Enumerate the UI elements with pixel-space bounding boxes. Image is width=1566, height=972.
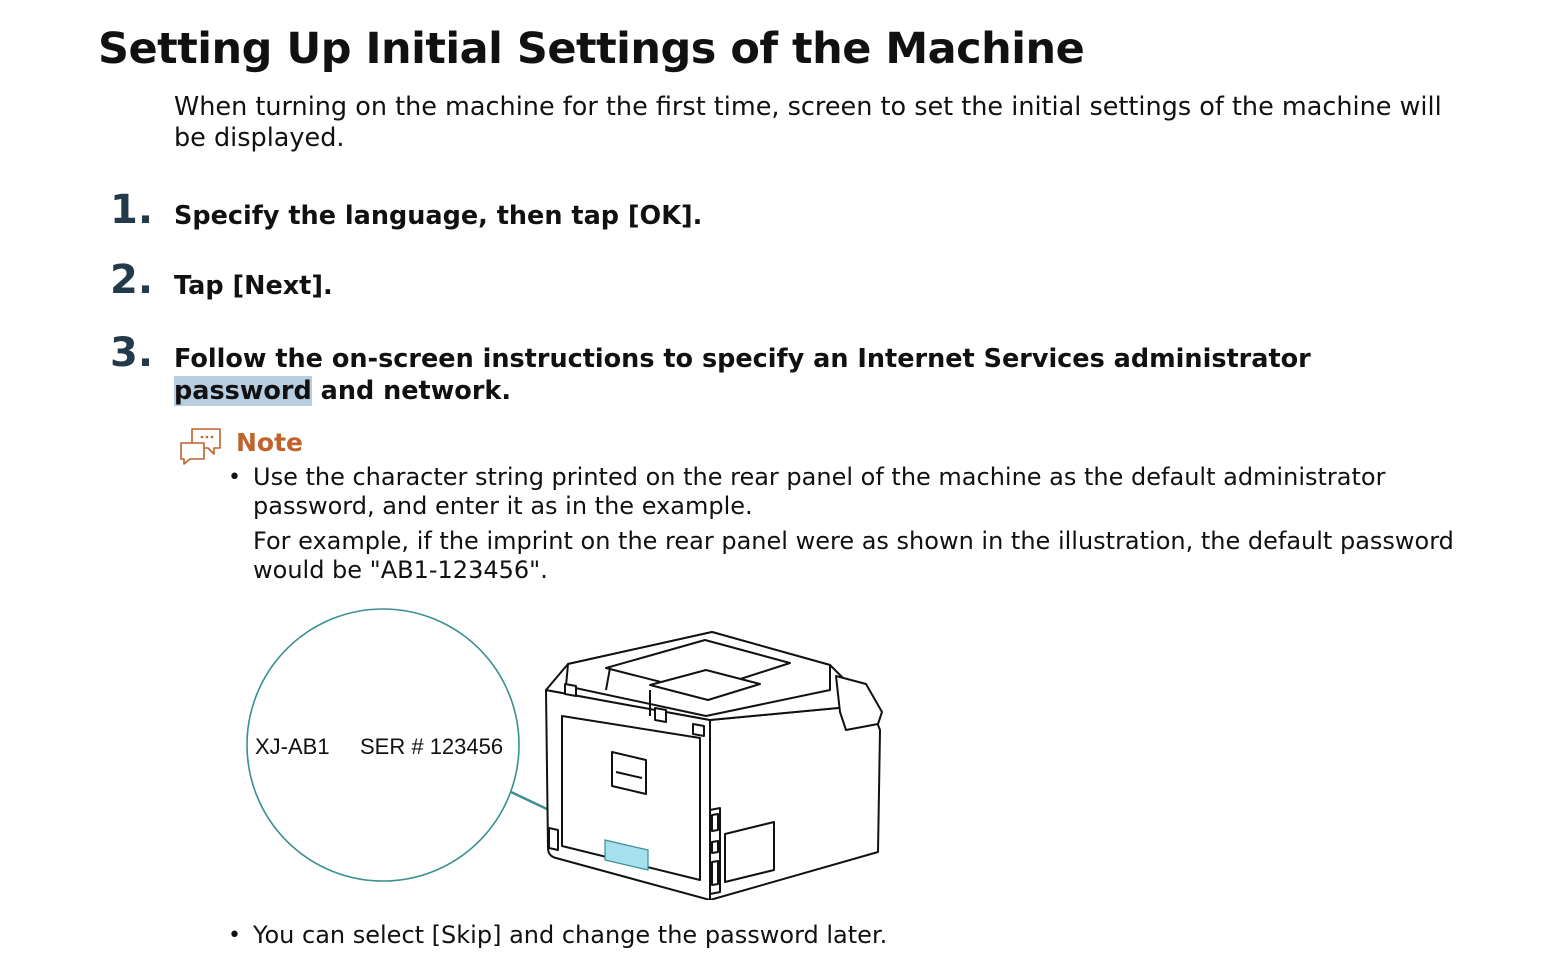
note-bullet-1: • Use the character string printed on th…	[228, 463, 1468, 585]
highlighted-word: password	[174, 376, 312, 406]
bullet-dot: •	[228, 923, 241, 948]
step-text: Follow the on-screen instructions to spe…	[174, 343, 1434, 407]
model-label: XJ-AB1	[255, 734, 330, 759]
bullet-dot: •	[228, 465, 241, 490]
bullet-paragraph: You can select [Skip] and change the pas…	[253, 921, 888, 949]
serial-label: SER # 123456	[360, 734, 503, 759]
intro-text: When turning on the machine for the firs…	[174, 92, 1442, 153]
chat-bubbles-icon	[180, 428, 221, 465]
bullet-paragraph: For example, if the imprint on the rear …	[253, 527, 1454, 584]
step-number: 2.	[110, 257, 154, 303]
step-text-after: and network.	[311, 376, 512, 406]
serial-label-patch	[604, 839, 649, 871]
printer-drawing	[545, 631, 883, 900]
page-title: Setting Up Initial Settings of the Machi…	[98, 24, 1085, 74]
bullet-paragraph: Use the character string printed on the …	[253, 463, 1386, 520]
rear-panel-illustration: XJ-AB1 SER # 123456	[246, 608, 883, 900]
step-number: 1.	[110, 187, 154, 233]
note-bullet-2: • You can select [Skip] and change the p…	[228, 921, 1468, 950]
step-text: Tap [Next].	[174, 271, 333, 301]
note-label: Note	[236, 428, 304, 457]
step-text-before: Follow the on-screen instructions to spe…	[174, 344, 1311, 374]
magnifier-circle	[246, 608, 520, 882]
step-text: Specify the language, then tap [OK].	[174, 201, 703, 231]
step-number: 3.	[110, 330, 154, 376]
